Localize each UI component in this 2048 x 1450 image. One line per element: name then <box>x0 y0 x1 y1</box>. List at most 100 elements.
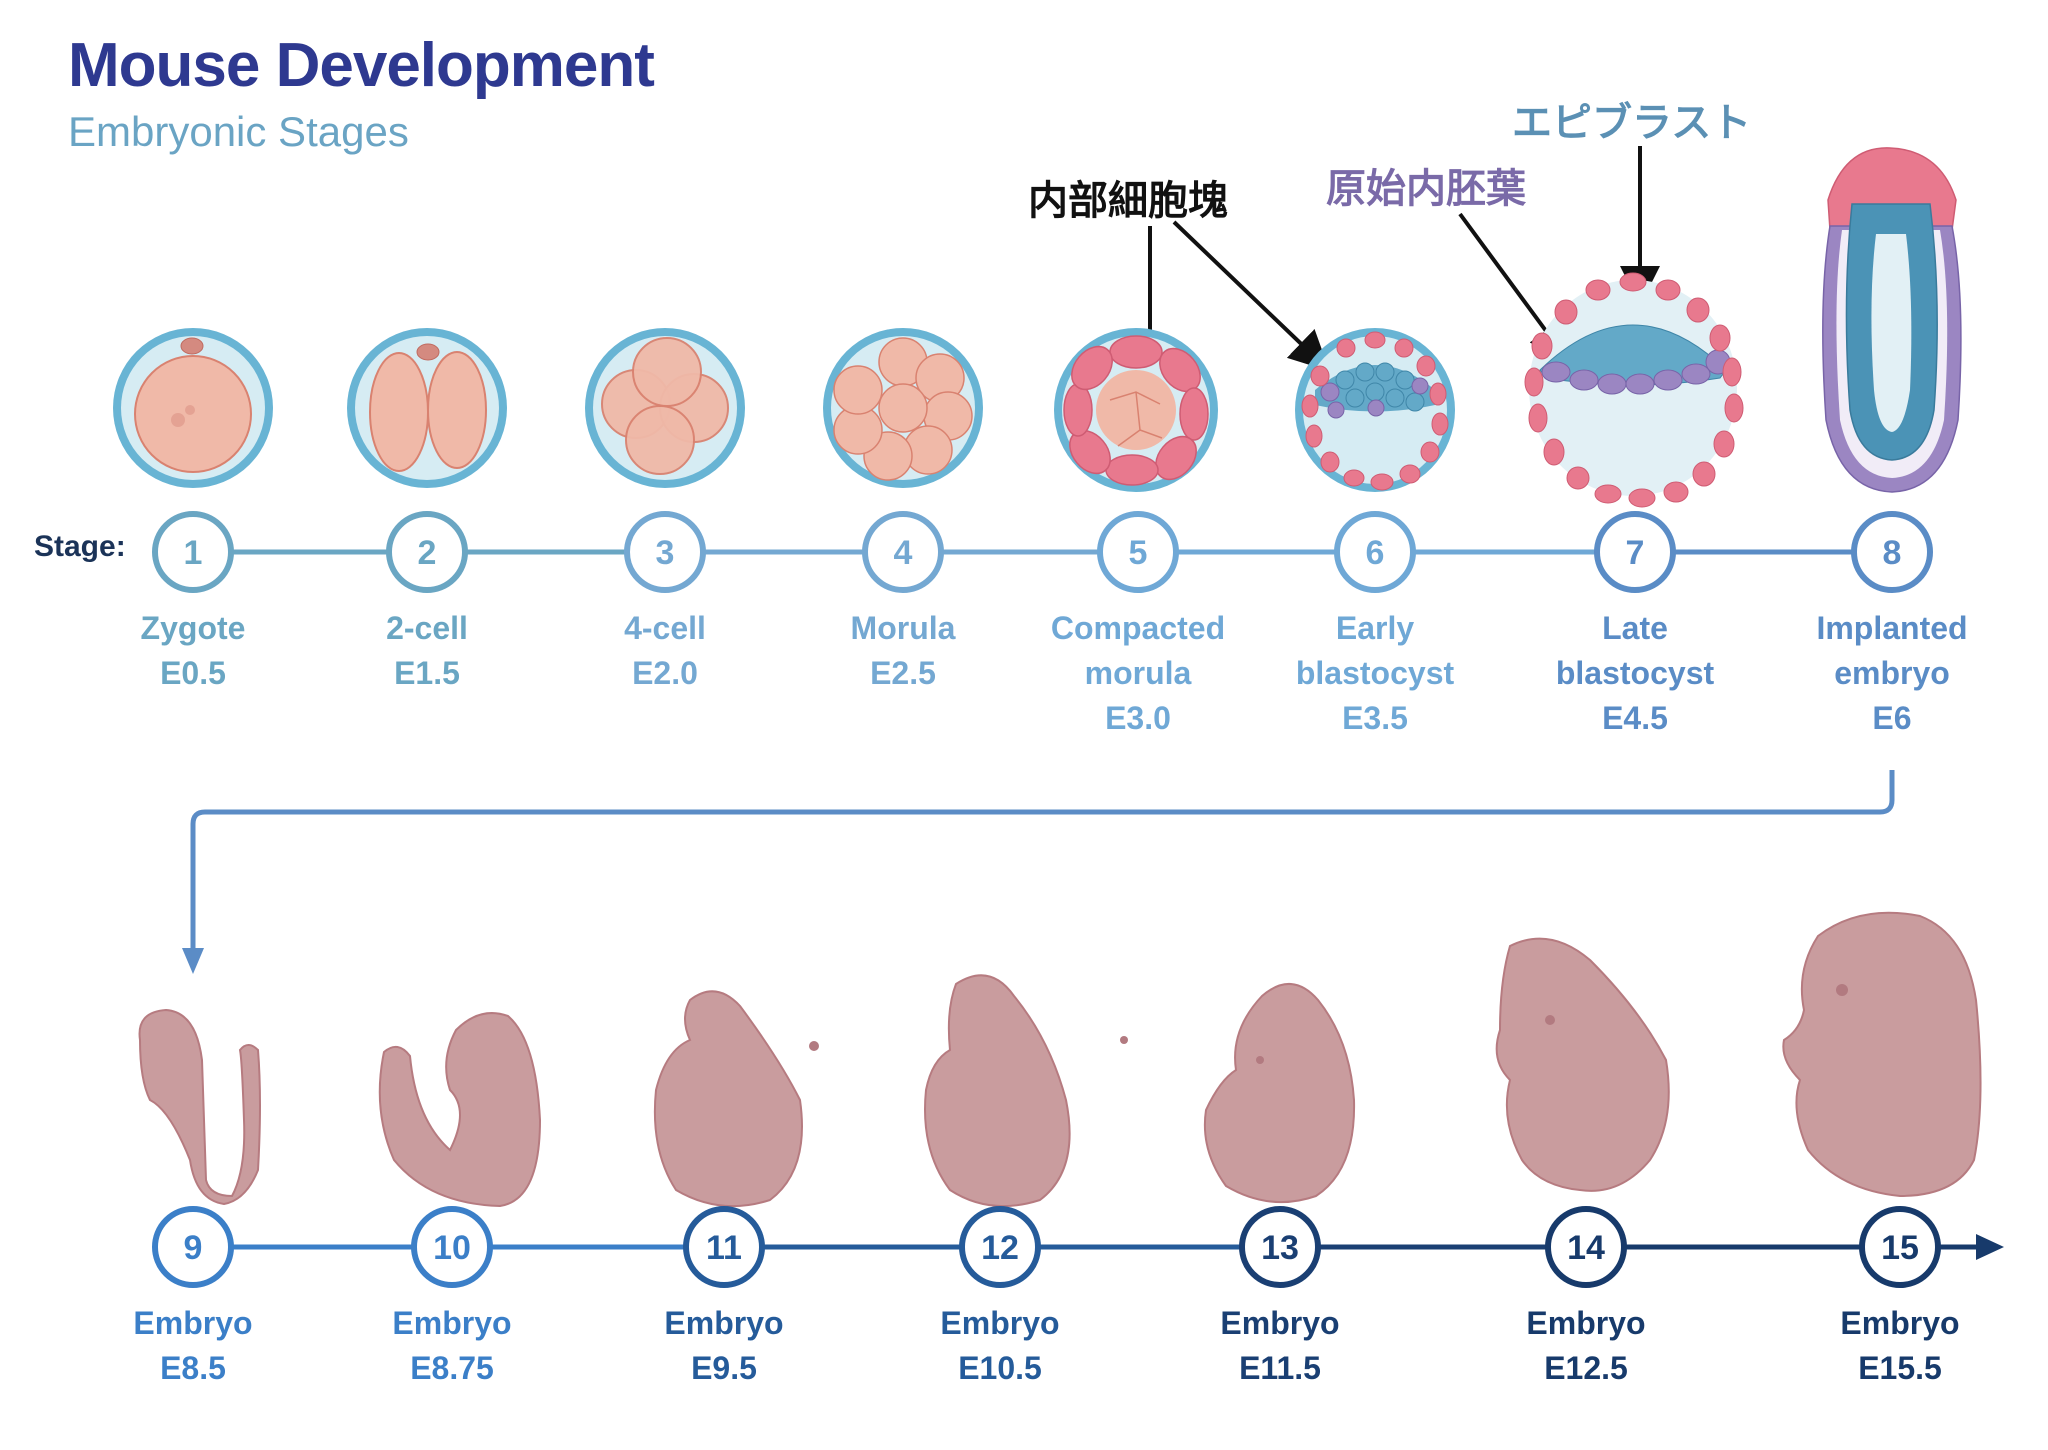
stage-node-3: 3 <box>624 511 706 593</box>
stage-number: 7 <box>1626 534 1645 572</box>
stage-name: Embryo <box>664 1305 784 1341</box>
stage-node-10: 10 <box>411 1206 493 1288</box>
top-stage-nodes: 1 2 3 4 5 6 7 8 <box>152 511 1933 593</box>
bottom-stage-nodes: 9 10 11 12 13 14 15 <box>152 1206 1941 1288</box>
stage-number: 12 <box>981 1229 1019 1267</box>
stage-number: 2 <box>418 534 437 572</box>
stage-day: E8.5 <box>160 1350 226 1386</box>
embryo-e15-5-illustration <box>1782 911 1982 1198</box>
stage-day: E15.5 <box>1858 1350 1942 1386</box>
stage-number: 4 <box>894 534 913 572</box>
stage-circle <box>1334 511 1416 593</box>
stage-node-9: 9 <box>152 1206 234 1288</box>
embryo-e12-5-illustration <box>1495 937 1670 1192</box>
compacted-morula-illustration <box>1054 328 1218 492</box>
annotation-epiblast: エピブラスト <box>1512 100 1752 146</box>
stage-name: blastocyst <box>1295 655 1455 691</box>
stage-name: Zygote <box>140 610 246 646</box>
stage-number: 8 <box>1883 534 1902 572</box>
embryo-e8-75-illustration <box>378 1012 542 1208</box>
stage-day: E6 <box>1872 700 1912 736</box>
four-cell-illustration <box>585 328 745 488</box>
annotation-inner-cell-mass: 内部細胞塊 <box>1028 178 1228 224</box>
stage-circle <box>152 1206 234 1288</box>
row-connector-arrowhead <box>182 948 204 974</box>
stage-node-11: 11 <box>683 1206 765 1288</box>
stage-node-5: 5 <box>1097 511 1179 593</box>
stage-day: E9.5 <box>691 1350 757 1386</box>
stage-node-4: 4 <box>862 511 944 593</box>
stage-name: 4-cell <box>624 610 706 646</box>
stage-circle <box>1545 1206 1627 1288</box>
stage-number: 9 <box>184 1229 203 1267</box>
stage-day: E1.5 <box>394 655 460 691</box>
late-blastocyst-illustration <box>1524 272 1744 508</box>
stage-node-1: 1 <box>152 511 234 593</box>
stage-name: Embryo <box>1220 1305 1340 1341</box>
row-connector-arrow <box>190 770 1895 955</box>
stage-circle <box>1097 511 1179 593</box>
stage-name: Morula <box>850 610 956 646</box>
embryo-e11-5-illustration <box>1203 982 1356 1204</box>
embryo-e8-5-illustration <box>138 1008 261 1206</box>
stage-day: E3.5 <box>1342 700 1408 736</box>
embryo-eyes <box>809 984 1848 1064</box>
stage-name: Late <box>1602 610 1668 646</box>
stage-number: 14 <box>1567 1229 1605 1267</box>
stage-number: 1 <box>184 534 203 572</box>
morula-illustration <box>823 328 983 488</box>
stage-node-7: 7 <box>1594 511 1676 593</box>
stage-node-6: 6 <box>1334 511 1416 593</box>
stage-label: Stage: <box>34 530 126 563</box>
stage-circle <box>1594 511 1676 593</box>
stage-name: 2-cell <box>386 610 468 646</box>
stage-circle <box>624 511 706 593</box>
stage-name: Embryo <box>940 1305 1060 1341</box>
timeline-end-arrowhead <box>1976 1234 2004 1260</box>
stage-day: E0.5 <box>160 655 226 691</box>
zygote-illustration <box>113 328 273 488</box>
stage-name: blastocyst <box>1555 655 1715 691</box>
stage-day: E2.5 <box>870 655 936 691</box>
stage-number: 5 <box>1129 534 1148 572</box>
stage-circle <box>683 1206 765 1288</box>
embryo-illustrations <box>138 911 1982 1208</box>
stage-name: Embryo <box>1840 1305 1960 1341</box>
stage-node-12: 12 <box>959 1206 1041 1288</box>
embryo-e10-5-illustration <box>924 974 1071 1208</box>
two-cell-illustration <box>347 328 507 488</box>
stage-node-13: 13 <box>1239 1206 1321 1288</box>
stage-node-15: 15 <box>1859 1206 1941 1288</box>
stage-name: Embryo <box>392 1305 512 1341</box>
stage-circle <box>1851 511 1933 593</box>
stage-number: 15 <box>1881 1229 1919 1267</box>
implanted-embryo-illustration <box>1822 147 1962 493</box>
stage-day: E8.75 <box>410 1350 494 1386</box>
stage-number: 3 <box>656 534 675 572</box>
stage-circle <box>1859 1206 1941 1288</box>
stage-node-2: 2 <box>386 511 468 593</box>
stage-day: E10.5 <box>958 1350 1042 1386</box>
stage-name: Implanted <box>1816 610 1968 646</box>
stage-circle <box>386 511 468 593</box>
stage-node-8: 8 <box>1851 511 1933 593</box>
stage-day: E4.5 <box>1602 700 1668 736</box>
stage-number: 10 <box>433 1229 471 1267</box>
page-title: Mouse Development <box>68 31 655 100</box>
stage-day: E11.5 <box>1239 1350 1321 1386</box>
stage-name: morula <box>1084 655 1192 691</box>
stage-circle <box>152 511 234 593</box>
stage-name: Compacted <box>1050 610 1226 646</box>
